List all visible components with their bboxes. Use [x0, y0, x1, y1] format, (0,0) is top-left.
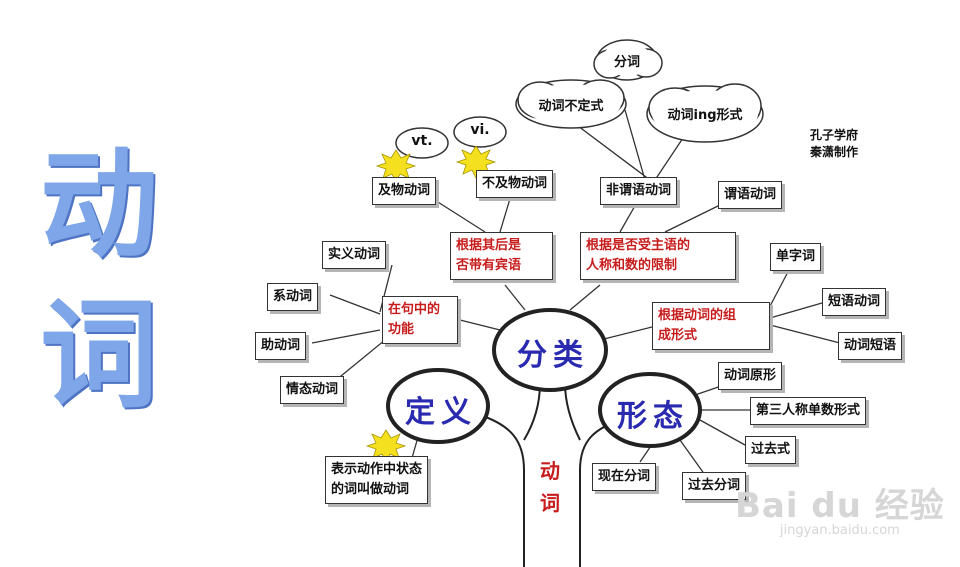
box-single-word: 单字词	[770, 243, 822, 271]
cloud-label-vi: vi.	[470, 122, 490, 138]
definition-line-2: 的词叫做动词	[331, 482, 410, 497]
title-char-1: 动	[40, 136, 159, 274]
cloud-infinitive	[515, 79, 627, 129]
box-past-participle: 过去分词	[682, 472, 747, 500]
criteria-composition-line-1: 根据动词的组	[658, 308, 737, 323]
cloud-vt	[395, 127, 449, 159]
box-third-person: 第三人称单数形式	[750, 397, 867, 425]
credit-line-1: 孔子学府	[810, 128, 859, 142]
baidu-watermark: Bai du 经验 jingyan.baidu.com	[735, 478, 945, 538]
criteria-subject: 根据是否受主语的 人称和数的限制	[580, 232, 736, 280]
box-phrase-verb: 短语动词	[822, 288, 887, 316]
criteria-object-line-2: 否带有宾语	[456, 258, 522, 273]
criteria-function-line-2: 功能	[388, 322, 415, 337]
circle-label-define: 定义	[405, 395, 477, 430]
page-title: 动 词	[40, 130, 180, 430]
credit-line-2: 秦潇制作	[810, 145, 859, 159]
definition-line-1: 表示动作中状态	[331, 462, 423, 477]
credit-note: 孔子学府 秦潇制作	[810, 127, 858, 161]
title-char-2: 词	[40, 286, 159, 424]
circle-classify	[492, 308, 608, 392]
criteria-function-line-1: 在句中的	[388, 302, 441, 317]
box-non-finite: 非谓语动词	[600, 177, 678, 205]
box-present-participle: 现在分词	[592, 463, 657, 491]
cloud-label-participle: 分词	[613, 55, 640, 70]
criteria-function: 在句中的 功能	[382, 296, 458, 344]
circle-define	[386, 368, 490, 444]
box-linking: 系动词	[267, 283, 319, 311]
watermark-url: jingyan.baidu.com	[779, 523, 900, 538]
cloud-vi	[453, 116, 507, 148]
criteria-composition: 根据动词的组 成形式	[652, 302, 770, 350]
criteria-composition-line-2: 成形式	[658, 328, 698, 343]
cloud-ing-form	[646, 83, 764, 143]
box-definition: 表示动作中状态 的词叫做动词	[325, 456, 429, 504]
box-past-tense: 过去式	[745, 436, 797, 464]
cloud-label-vt: vt.	[411, 133, 433, 149]
watermark-main: Bai du 经验	[735, 486, 945, 526]
circle-label-form: 形态	[617, 399, 689, 434]
box-base-form: 动词原形	[718, 362, 783, 390]
cloud-label-infinitive: 动词不定式	[538, 99, 604, 114]
cloud-participle	[593, 39, 663, 81]
criteria-subject-line-2: 人称和数的限制	[586, 258, 678, 273]
box-transitive: 及物动词	[372, 177, 437, 205]
box-verb-phrase: 动词短语	[838, 332, 903, 360]
circle-form	[598, 372, 702, 448]
box-finite: 谓语动词	[718, 181, 783, 209]
criteria-object-line-1: 根据其后是	[456, 238, 522, 253]
box-modal: 情态动词	[280, 376, 345, 404]
box-auxiliary: 助动词	[255, 332, 307, 360]
criteria-subject-line-1: 根据是否受主语的	[586, 238, 691, 253]
trunk-label-char-2: 词	[540, 491, 560, 515]
criteria-object: 根据其后是 否带有宾语	[450, 232, 553, 280]
cloud-label-ing-form: 动词ing形式	[667, 108, 743, 123]
box-intransitive: 不及物动词	[476, 170, 554, 198]
box-notional: 实义动词	[322, 241, 387, 269]
circle-label-classify: 分类	[517, 338, 589, 373]
connector-lines	[311, 109, 841, 476]
trunk-label-char-1: 动	[540, 459, 560, 483]
